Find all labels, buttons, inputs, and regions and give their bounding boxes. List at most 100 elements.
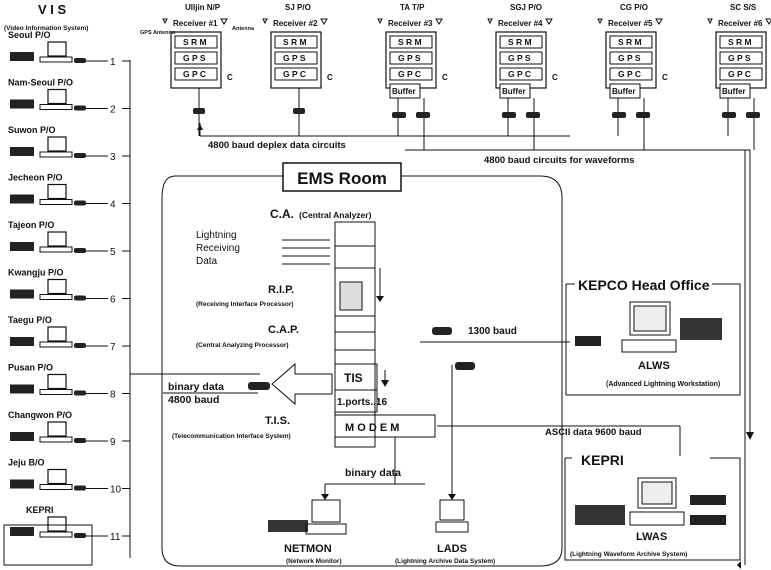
monitor-icon bbox=[47, 41, 67, 57]
computer-base-icon bbox=[39, 341, 73, 348]
vis-station-name: Changwon P/O bbox=[8, 410, 72, 420]
modem-icon bbox=[74, 153, 86, 158]
monitor-icon bbox=[47, 88, 67, 105]
vis-station-name: KEPRI bbox=[26, 505, 54, 515]
computer-base-icon bbox=[39, 484, 73, 490]
vis-station-name: Jecheon P/O bbox=[8, 173, 63, 183]
vis-station-number: 1 bbox=[110, 57, 116, 68]
receiver-module: S R M bbox=[728, 37, 752, 47]
buffer-box bbox=[389, 83, 421, 99]
kepri-station-frame bbox=[3, 524, 93, 566]
modem-icon bbox=[392, 112, 406, 118]
ems-room-boundary bbox=[161, 175, 563, 567]
ca-subtitle: (Central Analyzer) bbox=[299, 210, 372, 220]
rip-subtitle: (Receiving Interface Processor) bbox=[196, 301, 294, 308]
cap-label: C.A.P. bbox=[268, 324, 299, 336]
receiver-module: G P C bbox=[508, 69, 531, 79]
monitor-icon bbox=[47, 468, 67, 485]
lwas-subtitle: (Lightning Waveform Archive System) bbox=[570, 551, 687, 558]
ems-title: EMS Room bbox=[297, 169, 387, 188]
vis-station: Taegu P/O7 bbox=[8, 315, 130, 353]
ems-room: EMS Room C.A. (Central Analyzer) Lightni… bbox=[130, 162, 681, 567]
printer-icon bbox=[10, 337, 34, 346]
modem-icon bbox=[636, 112, 650, 118]
modem-icon bbox=[416, 112, 430, 118]
antenna-icon bbox=[262, 18, 268, 25]
ascii-label: ASCII data 9600 baud bbox=[545, 427, 642, 438]
computer-base-icon bbox=[39, 56, 73, 63]
printer-icon bbox=[10, 99, 34, 109]
receiver-site: SGJ P/O bbox=[510, 3, 542, 12]
vis-station-name: Taegu P/O bbox=[8, 315, 52, 325]
antenna-icon bbox=[435, 18, 443, 25]
modem-icon bbox=[74, 105, 86, 111]
kepco-title: KEPCO Head Office bbox=[578, 277, 710, 293]
tis-arrow bbox=[271, 362, 333, 406]
modem-icon bbox=[526, 112, 540, 118]
modem-icon bbox=[502, 112, 516, 118]
netmon: NETMON (Network Monitor) bbox=[268, 499, 347, 565]
computer-base-icon bbox=[39, 104, 73, 110]
binary-left-label-1: binary data bbox=[168, 381, 224, 393]
modem-icon bbox=[746, 112, 760, 118]
modem-icon bbox=[74, 295, 86, 301]
gps-antenna-label: GPS Antenna bbox=[140, 30, 176, 36]
lightning-label-3: Data bbox=[196, 256, 218, 267]
receiver-c-label: C bbox=[552, 73, 558, 82]
vis-station-number: 5 bbox=[110, 247, 116, 258]
receiver-label: Receiver #5 bbox=[608, 19, 653, 28]
vis-station: Jeju B/O10 bbox=[8, 458, 130, 496]
modem-icon bbox=[612, 112, 626, 118]
receiver-module: G P S bbox=[183, 53, 206, 63]
modem-icon-left bbox=[248, 382, 270, 390]
monitor-icon bbox=[47, 231, 67, 247]
vis-station-name: Seoul P/O bbox=[8, 30, 51, 40]
receiver-site: SJ P/O bbox=[285, 3, 311, 12]
antenna-icon bbox=[487, 18, 493, 25]
receiver-site: Ulljin N/P bbox=[185, 3, 221, 12]
vis-station: Jecheon P/O 4 bbox=[8, 173, 130, 211]
ca-title: C.A. bbox=[270, 207, 294, 221]
lads-label: LADS bbox=[437, 543, 467, 555]
vis-station-name: Pusan P/O bbox=[8, 363, 53, 373]
receiver-c-label: C bbox=[442, 73, 448, 82]
modem-icon bbox=[193, 108, 205, 114]
receiver-c-label: C bbox=[327, 73, 333, 82]
antenna-icon bbox=[597, 18, 603, 25]
receiver-module: G P S bbox=[283, 53, 306, 63]
printer-icon bbox=[10, 289, 34, 299]
printer-icon bbox=[10, 527, 34, 536]
receiver-label: Receiver #4 bbox=[498, 19, 543, 28]
vis-subtitle: (Video Information System) bbox=[4, 25, 88, 32]
alws-subtitle: (Advanced Lightning Workstation) bbox=[606, 381, 720, 388]
waveform-circuit-label: 4800 baud circuits for waveforms bbox=[484, 155, 634, 166]
receiver-label: Receiver #2 bbox=[273, 19, 318, 28]
receiver-site: SC S/S bbox=[730, 3, 757, 12]
kepco-head-office: KEPCO Head Office ALWS (Advanced Lightni… bbox=[565, 277, 741, 396]
printer-icon bbox=[10, 479, 34, 489]
antenna-icon bbox=[765, 18, 771, 25]
modem-icon bbox=[74, 438, 86, 443]
monitor-icon bbox=[47, 516, 67, 532]
vis-station-number: 4 bbox=[110, 200, 116, 211]
modem-icon bbox=[74, 248, 86, 253]
receiver-module: G P S bbox=[398, 53, 421, 63]
computer-base-icon bbox=[39, 436, 73, 443]
netmon-label: NETMON bbox=[284, 543, 332, 555]
vis-station: Pusan P/O8 bbox=[8, 363, 130, 401]
computer-base-icon bbox=[39, 531, 73, 538]
monitor-icon bbox=[47, 326, 67, 342]
buffer-label: Buffer bbox=[612, 87, 636, 96]
receiver-c-label: C bbox=[662, 73, 668, 82]
kepri-office: KEPRI LWAS (Lightning Waveform Archive S… bbox=[564, 452, 741, 561]
modem-label: M O D E M bbox=[345, 422, 399, 434]
computer-base-icon bbox=[39, 294, 73, 300]
receiver-site: CG P/O bbox=[620, 3, 648, 12]
vis-station-name: Nam-Seoul P/O bbox=[8, 78, 73, 88]
